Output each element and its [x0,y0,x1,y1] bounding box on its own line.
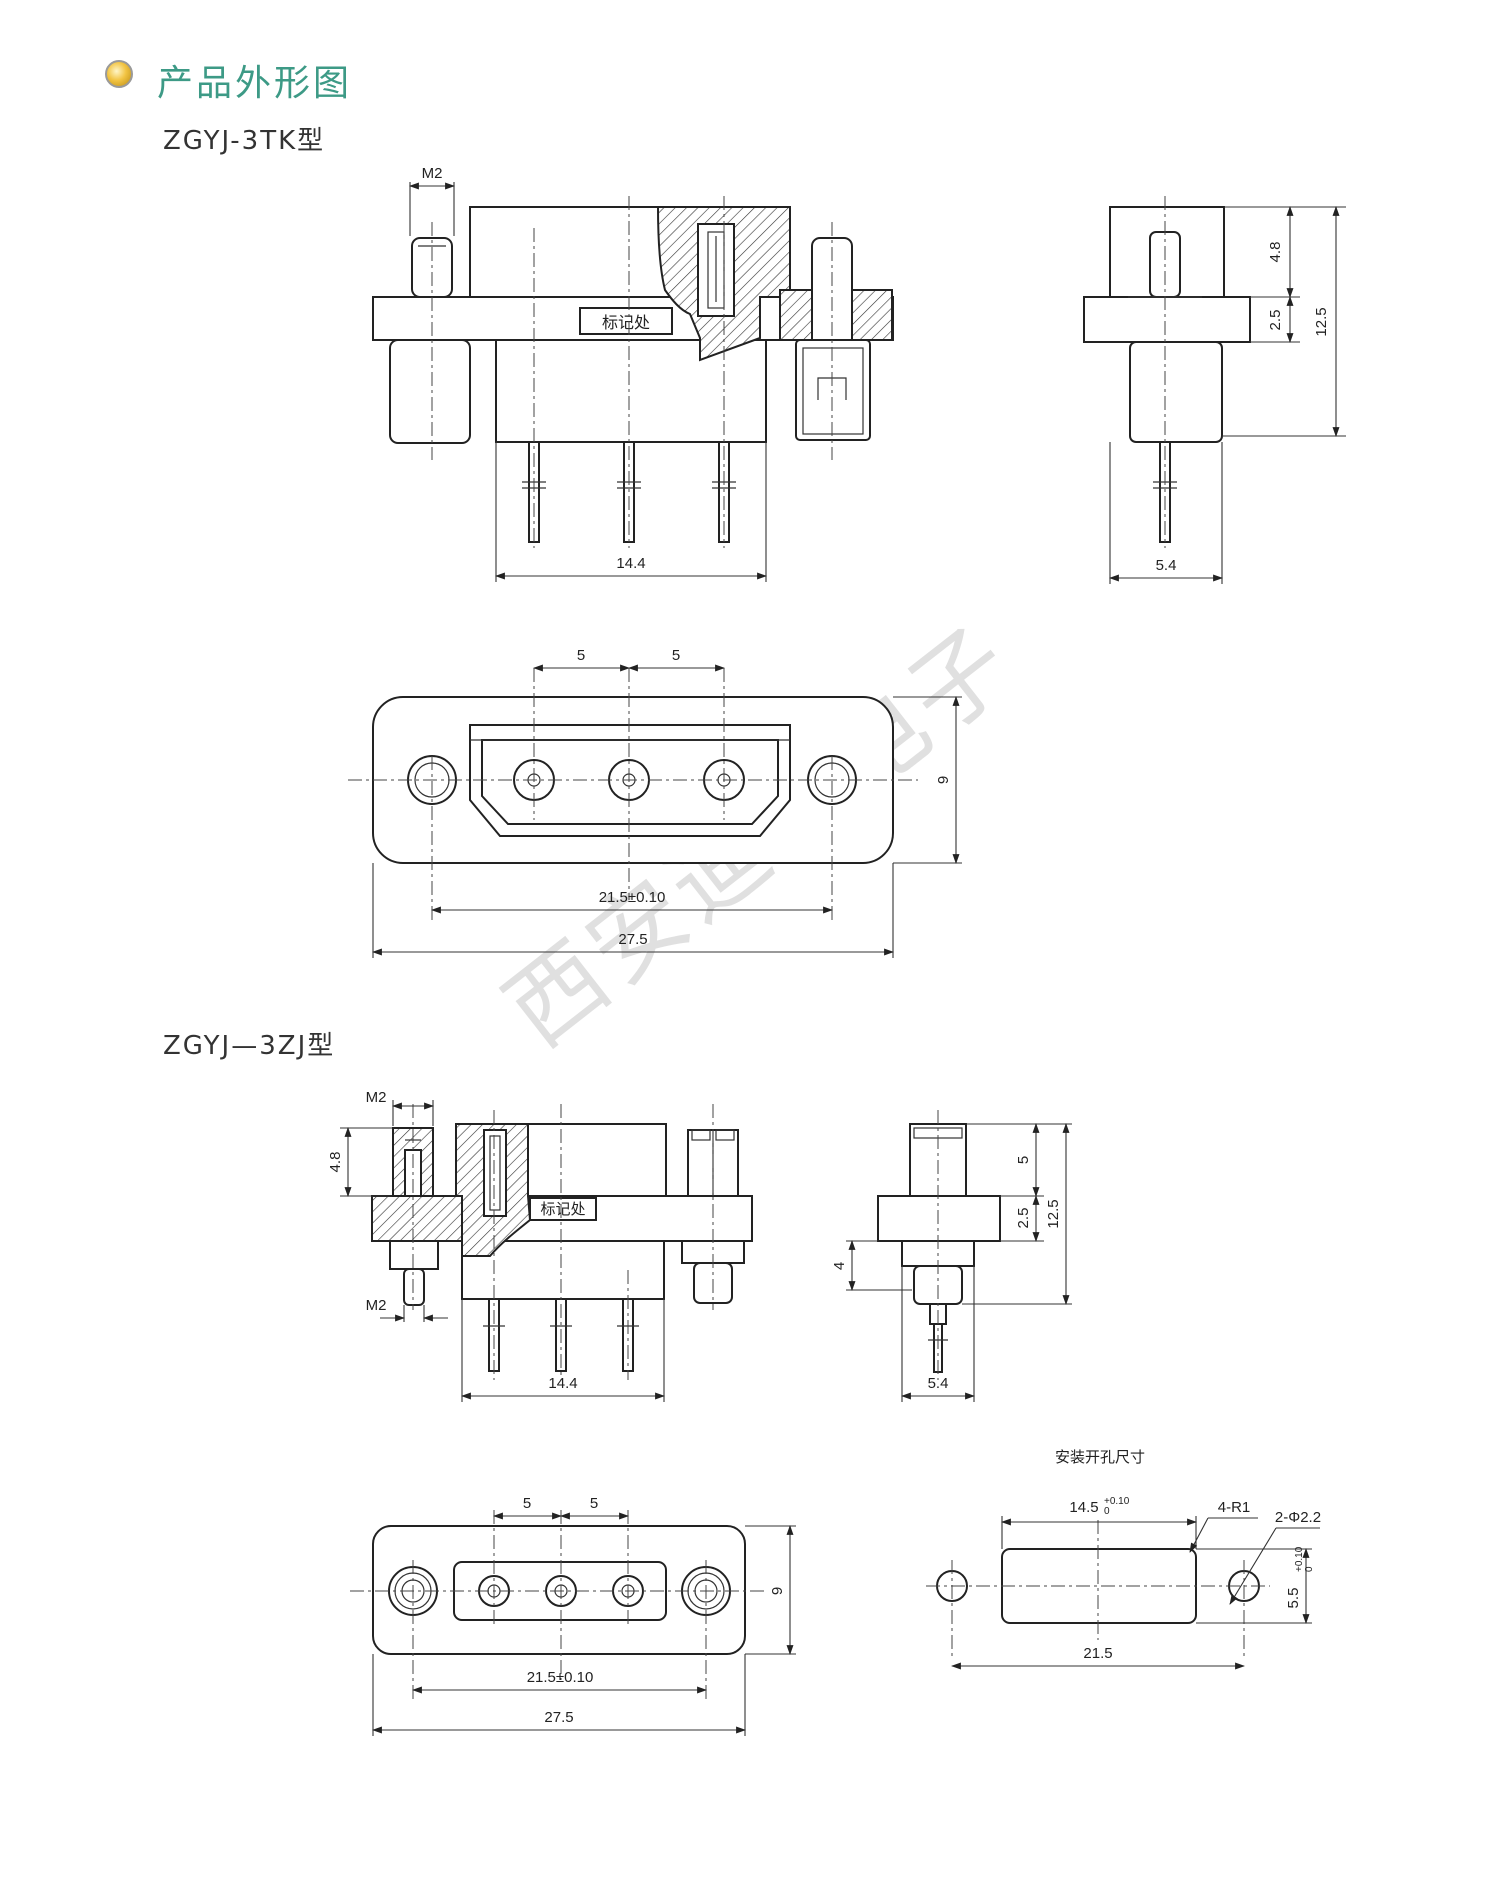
zj-dim-m2-bottom: M2 [366,1297,387,1314]
cutout-dim-14-5-tol-low: 0 [1104,1506,1110,1517]
zj-pin-3 [622,1298,634,1372]
zj-dim-27-5: 27.5 [544,1709,573,1726]
zj-dim-pitch-1: 5 [523,1495,531,1512]
zj-top-view: 5 5 9 21.5±0.10 27.5 [350,1495,796,1736]
cutout-dim-4-r1: 4-R1 [1218,1499,1251,1516]
cutout-title: 安装开孔尺寸 [1055,1449,1145,1466]
model-label-zj: ZGYJ—3ZJ型 [163,1031,336,1061]
tk-top-view: 5 5 9 21.5±0.10 27.5 [348,647,962,958]
tk-side-flange [1083,296,1251,343]
zj-dim-5: 5 [1015,1156,1032,1164]
zj-contact-socket [483,1129,507,1217]
cutout-dim-14-5-tol-high: +0.10 [1104,1496,1130,1507]
zj-dim-9: 9 [769,1587,786,1595]
zj-side-flange [877,1195,1001,1242]
zj-dim-21-5: 21.5±0.10 [527,1669,594,1686]
tk-dim-pitch-2: 5 [672,647,680,664]
zj-dim-2-5: 2.5 [1015,1208,1032,1229]
zj-dim-pitch-2: 5 [590,1495,598,1512]
tk-dim-2-5: 2.5 [1267,310,1284,331]
tk-front-section-view: 标记处 M2 14.4 [372,165,894,582]
tk-dim-5-4: 5.4 [1156,557,1177,574]
model-label-tk: ZGYJ-3TK型 [163,126,326,156]
tk-dim-4-8: 4.8 [1267,242,1284,263]
tk-marking-box [579,307,673,335]
zj-dim-m2-top: M2 [366,1089,387,1106]
section-title: 产品外形图 [157,63,353,104]
zj-left-hatch [371,1195,463,1242]
cutout-dim-5-5-tol-low: 0 [1304,1566,1315,1572]
tk-dim-14-4: 14.4 [616,555,645,572]
tk-dim-m2: M2 [422,165,443,182]
zj-top-flange [372,1525,746,1655]
zj-dim-14-4: 14.4 [548,1375,577,1392]
tk-dim-21-5: 21.5±0.10 [599,889,666,906]
panel-cutout-view: 安装开孔尺寸 14.5 +0.10 0 4-R1 2-Φ2.2 5.5 +0.1… [926,1449,1321,1670]
zj-marking-label: 标记处 [540,1201,585,1218]
tk-dim-12-5: 12.5 [1313,307,1330,336]
zj-marking-box [529,1197,597,1221]
cutout-dim-2-phi-2-2: 2-Φ2.2 [1275,1509,1321,1526]
tk-lower-body [495,339,767,443]
zj-dim-12-5: 12.5 [1045,1199,1062,1228]
zj-left-screw [403,1268,425,1306]
tk-dim-pitch-1: 5 [577,647,585,664]
tk-side-body [1129,341,1223,443]
zj-dim-5-4: 5.4 [928,1375,949,1392]
tk-side-view: 4.8 2.5 12.5 5.4 [1083,196,1346,584]
cutout-dim-21-5: 21.5 [1083,1645,1112,1662]
gold-circle-bullet-icon [105,60,133,88]
tk-top-shell-outer [469,724,791,837]
zj-dim-4-8: 4.8 [327,1152,344,1173]
zj-side-view: 5 2.5 12.5 4 5.4 [831,1110,1072,1402]
tk-dim-9: 9 [935,776,952,784]
cutout-dim-5-5-tol-high: +0.10 [1294,1546,1305,1572]
cutout-dim-5-5: 5.5 [1285,1588,1302,1609]
tk-right-nut [795,339,871,441]
zj-front-section-view: 标记处 M2 4.8 M2 14.4 [327,1089,753,1402]
tk-left-boss [389,339,471,444]
zj-dim-4: 4 [831,1262,848,1270]
zj-left-nut [389,1240,439,1270]
cutout-dim-14-5: 14.5 [1069,1499,1098,1516]
tk-marking-label: 标记处 [602,314,650,332]
tk-dim-27-5: 27.5 [618,931,647,948]
